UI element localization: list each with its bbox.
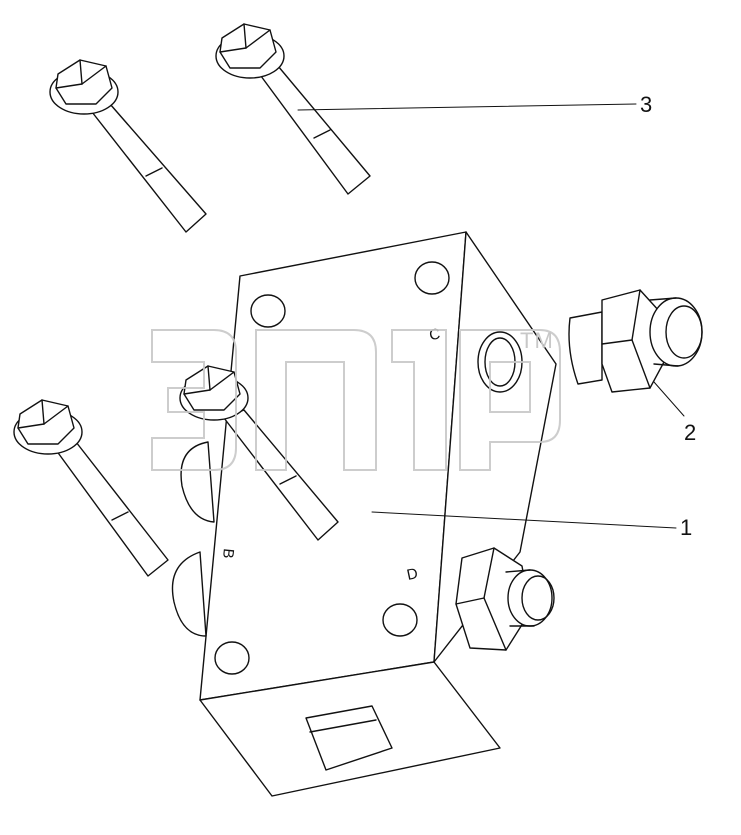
watermark-trademark: TM bbox=[520, 328, 554, 353]
bolt-2 bbox=[215, 23, 371, 195]
bolt-4 bbox=[13, 399, 169, 577]
leader-2 bbox=[653, 381, 685, 417]
callout-2: 2 bbox=[684, 420, 697, 445]
callout-3: 3 bbox=[640, 92, 653, 117]
valve-block bbox=[199, 231, 557, 797]
port-label-b: B bbox=[219, 548, 237, 560]
watermark-logo bbox=[151, 329, 561, 471]
leader-3 bbox=[297, 103, 637, 111]
callout-1: 1 bbox=[680, 515, 693, 540]
bottom-recess bbox=[305, 705, 393, 771]
bolt-1 bbox=[49, 59, 207, 233]
fitting-port-d bbox=[455, 547, 555, 651]
port-label-d: D bbox=[405, 565, 419, 584]
fitting-part-2 bbox=[568, 289, 703, 393]
leader-1 bbox=[371, 511, 677, 529]
installed-bolt-heads bbox=[171, 441, 215, 637]
mounting-hole bbox=[214, 641, 250, 675]
mounting-hole bbox=[414, 261, 450, 295]
bolt-3 bbox=[179, 365, 339, 541]
mounting-hole bbox=[250, 294, 286, 328]
mounting-hole bbox=[382, 603, 418, 637]
